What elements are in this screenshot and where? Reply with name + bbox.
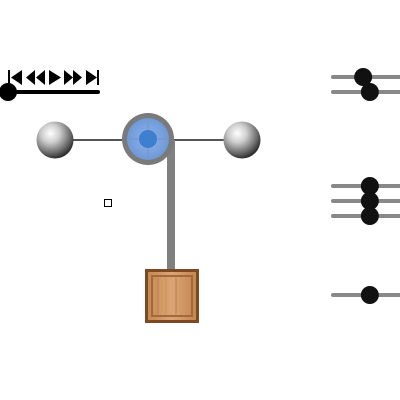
slider[interactable] xyxy=(331,192,400,210)
step-back-button[interactable] xyxy=(26,70,45,85)
slider-knob[interactable] xyxy=(360,177,379,195)
slider-group-3 xyxy=(331,286,400,304)
slider-knob[interactable] xyxy=(360,286,379,304)
slider[interactable] xyxy=(331,68,400,86)
skip-to-start-button[interactable] xyxy=(8,70,22,85)
step-forward-button[interactable] xyxy=(64,70,82,85)
slider-group-1 xyxy=(331,68,400,101)
play-button[interactable] xyxy=(49,70,61,85)
playback-controls xyxy=(0,70,100,101)
left-ball[interactable] xyxy=(36,121,74,159)
slider-knob[interactable] xyxy=(360,207,379,225)
slider-group-2 xyxy=(331,177,400,225)
timeline-knob[interactable] xyxy=(0,83,17,101)
timeline-scrubber[interactable] xyxy=(0,83,100,101)
vertical-rod xyxy=(167,140,175,272)
skip-to-end-button[interactable] xyxy=(86,70,99,85)
slider-knob[interactable] xyxy=(360,83,379,101)
slider-knob[interactable] xyxy=(354,68,373,86)
slider[interactable] xyxy=(331,286,400,304)
wooden-crate[interactable] xyxy=(145,269,199,323)
slider[interactable] xyxy=(331,83,400,101)
pivot-hub[interactable] xyxy=(122,113,174,165)
slider-knob[interactable] xyxy=(360,192,379,210)
slider[interactable] xyxy=(331,207,400,225)
timeline-track xyxy=(8,90,100,94)
balance-arm xyxy=(36,113,261,272)
right-ball[interactable] xyxy=(223,121,261,159)
pivot-center xyxy=(139,130,157,148)
small-marker xyxy=(104,199,112,207)
slider[interactable] xyxy=(331,177,400,195)
